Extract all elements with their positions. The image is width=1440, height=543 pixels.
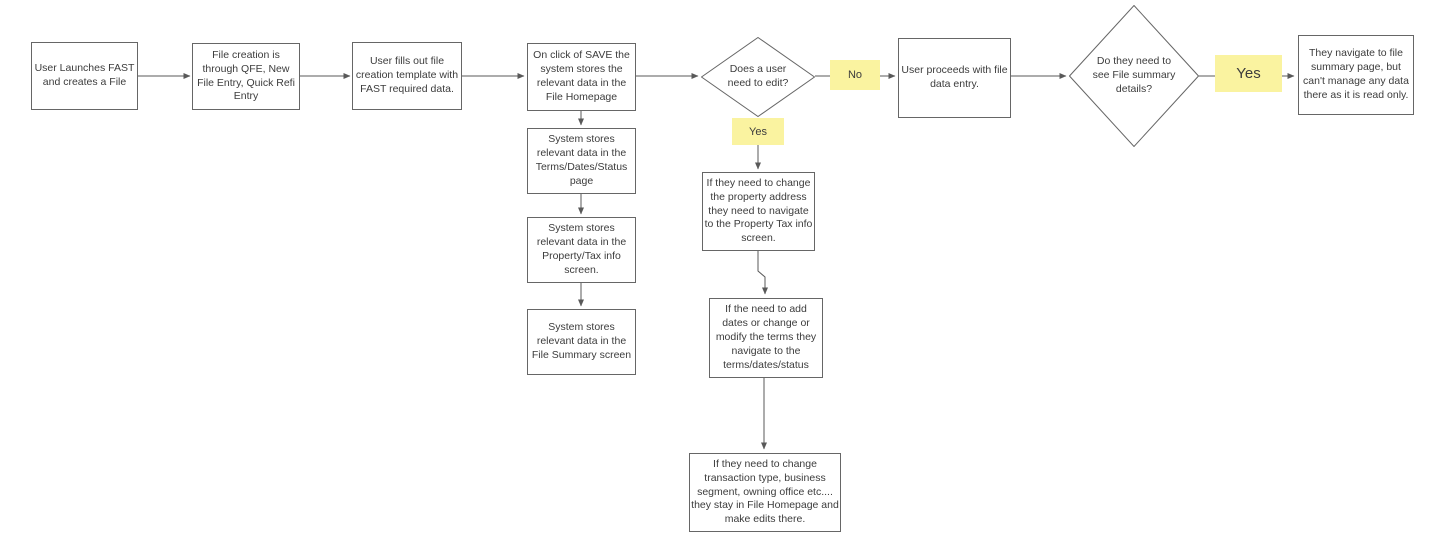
node-edit-terms-dates-status: If the need to add dates or change or mo…	[709, 298, 823, 378]
node-label: System stores relevant data in the Prope…	[536, 222, 627, 276]
decision-does-user-need-edit: Does a user need to edit?	[701, 37, 815, 117]
node-label: If they need to change transaction type,…	[691, 457, 839, 526]
node-label: If the need to add dates or change or mo…	[715, 303, 817, 371]
node-label: On click of SAVE the system stores the r…	[533, 49, 630, 103]
diamond-shape	[701, 37, 815, 117]
connector-edit-property-to-edit-terms	[757, 251, 768, 295]
node-fill-template: User fills out file creation template wi…	[352, 42, 462, 110]
node-save-file-homepage: On click of SAVE the system stores the r…	[527, 43, 636, 111]
node-user-proceeds-data-entry: User proceeds with file data entry.	[898, 38, 1011, 118]
node-label: File creation is through QFE, New File E…	[197, 48, 295, 103]
edge-label-yes-summary: Yes	[1215, 55, 1282, 92]
node-stores-property-tax: System stores relevant data in the Prope…	[527, 217, 636, 283]
node-label: If they need to change the property addr…	[704, 176, 813, 245]
node-label: System stores relevant data in the File …	[531, 321, 632, 361]
node-user-launches-fast: User Launches FAST and creates a File	[31, 42, 138, 110]
node-navigate-file-summary-readonly: They navigate to file summary page, but …	[1298, 35, 1414, 115]
node-stores-terms-dates-status: System stores relevant data in the Terms…	[527, 128, 636, 194]
decision-see-file-summary: Do they need to see File summary details…	[1069, 5, 1199, 147]
node-label: System stores relevant data in the Terms…	[535, 133, 628, 187]
node-edit-file-homepage: If they need to change transaction type,…	[689, 453, 841, 532]
node-label: User Launches FAST and creates a File	[34, 62, 135, 88]
node-file-creation-method: File creation is through QFE, New File E…	[192, 43, 300, 110]
diamond-shape	[1069, 5, 1199, 147]
node-label: User proceeds with file data entry.	[901, 64, 1008, 90]
node-edit-property-address: If they need to change the property addr…	[702, 172, 815, 251]
diamond-text: Do they need to see File summary details…	[1092, 55, 1176, 95]
node-stores-file-summary: System stores relevant data in the File …	[527, 309, 636, 375]
edge-label-no: No	[830, 60, 880, 90]
edge-label-yes-edit: Yes	[732, 118, 784, 145]
node-label: User fills out file creation template wi…	[355, 55, 459, 95]
node-label: They navigate to file summary page, but …	[1303, 47, 1409, 101]
diamond-text: Does a user need to edit?	[727, 63, 789, 89]
